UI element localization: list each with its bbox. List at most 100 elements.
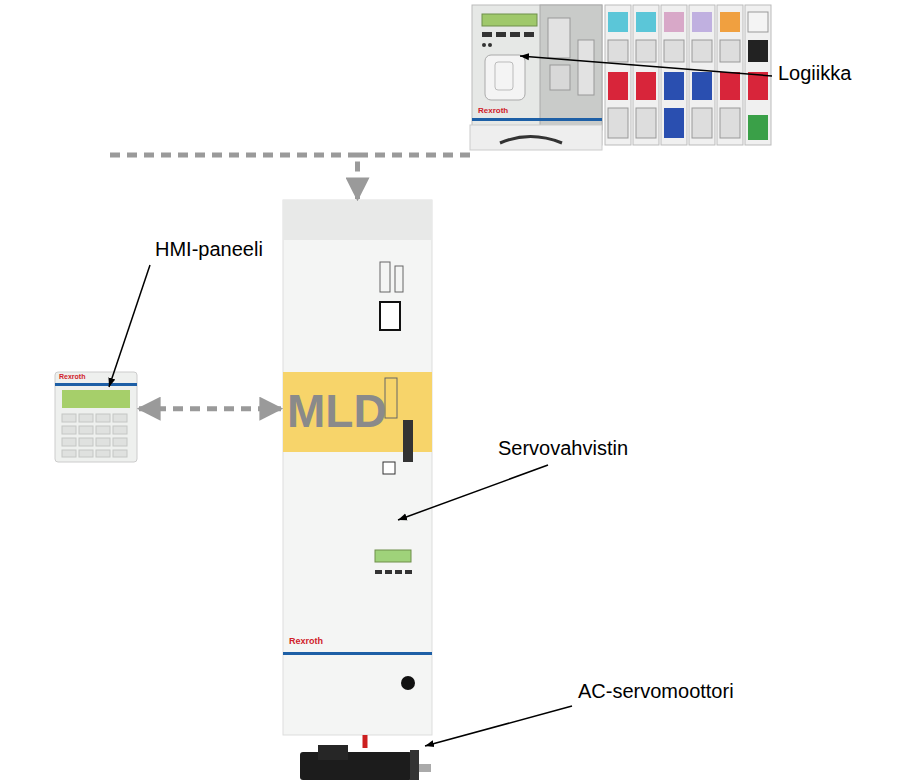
io-slices [605, 5, 631, 145]
hmi-illustration [62, 414, 127, 457]
motor-cable [363, 735, 368, 748]
io-slices [661, 5, 687, 145]
servo-amplifier-illustration [395, 570, 402, 574]
brand-logo: Rexroth [289, 636, 323, 646]
model-mark: MLD [287, 385, 387, 438]
io-slices [720, 12, 740, 32]
plc-illustration [470, 125, 602, 150]
plc-illustration [482, 43, 486, 47]
io-slices [608, 12, 628, 32]
leader-lines [109, 56, 772, 746]
callout-label: HMI-paneeli [155, 238, 263, 261]
leader-lines [520, 56, 772, 76]
hmi-illustration [113, 426, 127, 434]
servo-motor-illustration [300, 745, 431, 780]
io-slices [748, 72, 768, 100]
servo-motor-illustration [410, 750, 419, 780]
io-slices [692, 40, 712, 62]
io-slices [720, 72, 740, 100]
servo-motor-illustration [318, 745, 348, 760]
io-slices [664, 12, 684, 32]
bus-arrow [358, 155, 471, 199]
io-slices [636, 12, 656, 32]
io-slices [664, 108, 684, 138]
hmi-illustration [96, 450, 110, 457]
servo-motor: AC-servomoottori [300, 748, 430, 780]
hmi-panel: HMI-paneeliRexroth [55, 370, 137, 462]
hmi-illustration [113, 414, 127, 422]
plc-illustration [550, 65, 570, 90]
servo-amplifier-illustration [385, 378, 397, 418]
servo-amplifier: ServovahvistinMLDRexroth [283, 200, 432, 735]
servo-amplifier-illustration [383, 462, 395, 474]
servo-amplifier-illustration [380, 262, 390, 292]
plc-module: LogiikkaRexroth [470, 0, 775, 160]
hmi-illustration [55, 383, 137, 386]
plc-illustration [472, 5, 602, 145]
io-slices [692, 12, 712, 32]
leader-lines [425, 706, 572, 746]
servo-motor-illustration [300, 752, 412, 780]
hmi-illustration [96, 438, 110, 446]
servo-amplifier-illustration [283, 200, 432, 735]
servo-motor-illustration [419, 764, 431, 772]
io-slices [605, 5, 771, 145]
hmi-illustration [62, 414, 76, 422]
servo-amplifier-illustration [283, 200, 432, 735]
servo-amplifier-illustration [283, 200, 432, 240]
plc-illustration [548, 18, 570, 58]
io-slices [748, 12, 768, 32]
plc-illustration [500, 137, 562, 144]
io-slices [608, 40, 628, 62]
io-slices [692, 108, 712, 138]
io-slices [636, 108, 656, 138]
plc-illustration [496, 32, 506, 37]
hmi-illustration [55, 372, 137, 462]
servo-amplifier-illustration [283, 652, 432, 655]
hmi-illustration [113, 438, 127, 446]
hmi-illustration [79, 414, 93, 422]
io-slices [720, 108, 740, 138]
hmi-illustration [62, 438, 76, 446]
hmi-illustration [62, 426, 76, 434]
hmi-illustration [62, 390, 130, 408]
servo-amplifier-illustration [401, 676, 415, 690]
servo-amplifier-illustration [385, 570, 392, 574]
io-slices [689, 5, 715, 145]
io-slices [717, 5, 743, 145]
servo-amplifier-illustration [405, 570, 412, 574]
plc-illustration [540, 5, 602, 130]
io-slices [636, 40, 656, 62]
servo-amplifier-illustration [380, 302, 400, 330]
hmi-link-arrow [139, 406, 281, 411]
plc-illustration [472, 118, 602, 121]
hmi-illustration [96, 414, 110, 422]
io-slices [664, 40, 684, 62]
brand-logo: Rexroth [59, 373, 85, 381]
callout-label: Servovahvistin [498, 437, 628, 460]
callout-label: AC-servomoottori [578, 680, 734, 703]
hmi-illustration [79, 426, 93, 434]
plc-illustration [482, 14, 537, 26]
io-slices [748, 40, 768, 62]
plc-illustration [470, 5, 771, 150]
leader-lines [109, 265, 150, 387]
io-slices [664, 72, 684, 100]
plc-illustration [485, 55, 525, 100]
io-slices [633, 5, 659, 145]
brand-logo: Rexroth [478, 106, 508, 115]
io-slices [636, 72, 656, 100]
io-slices [608, 72, 628, 100]
hmi-illustration [79, 450, 93, 457]
callout-label: Logiikka [778, 62, 851, 85]
hmi-illustration [96, 426, 110, 434]
hmi-illustration [79, 438, 93, 446]
io-slices [608, 108, 628, 138]
io-slices [692, 72, 712, 100]
hmi-illustration [113, 450, 127, 457]
plc-illustration [524, 32, 534, 37]
hmi-illustration [55, 372, 137, 462]
